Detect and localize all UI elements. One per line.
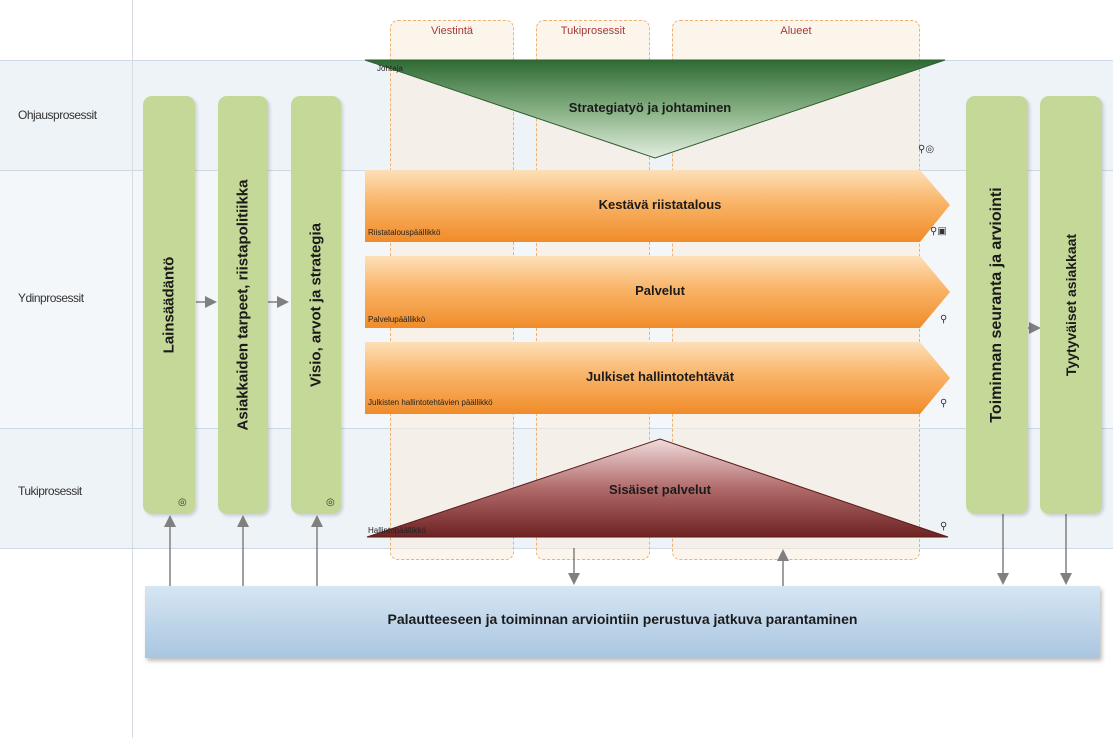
continuous-improvement-bar[interactable]: Palautteeseen ja toiminnan arviointiin p… bbox=[145, 586, 1100, 658]
pillar-label: Visio, arvot ja strategia bbox=[307, 223, 325, 387]
core-title: Kestävä riistatalous bbox=[598, 197, 722, 212]
pillar-label: Asiakkaiden tarpeet, riistapolitiikka bbox=[234, 179, 252, 431]
lane-label-control: Ohjausprosessit bbox=[18, 108, 97, 122]
internal-owner: Hallintopäällikkö bbox=[368, 526, 426, 535]
core-owner: Palvelupäällikkö bbox=[368, 315, 426, 324]
strategy-triangle[interactable] bbox=[364, 59, 946, 159]
pillar-legislation[interactable]: Lainsäädäntö bbox=[143, 96, 195, 514]
core-title: Palvelut bbox=[635, 283, 685, 298]
pillar-label: Lainsäädäntö bbox=[160, 256, 178, 354]
core-arrow-1[interactable] bbox=[365, 170, 950, 242]
lane-label-core: Ydinprosessit bbox=[18, 291, 84, 305]
pillar-label: Tyytyväiset asiakkaat bbox=[1063, 233, 1079, 377]
search-icon[interactable]: ⚲ bbox=[940, 521, 948, 532]
core-arrow-2[interactable] bbox=[365, 256, 950, 328]
info-icon[interactable]: ◎ bbox=[326, 497, 335, 508]
label-column-divider bbox=[132, 0, 133, 738]
info-icon[interactable]: ◎ bbox=[178, 497, 187, 508]
search-icon[interactable]: ⚲ bbox=[940, 398, 948, 409]
continuous-improvement-label: Palautteeseen ja toiminnan arviointiin p… bbox=[387, 611, 858, 627]
internal-title: Sisäiset palvelut bbox=[609, 482, 711, 497]
column-title: Alueet bbox=[780, 25, 812, 37]
search-icon[interactable]: ⚲◎ bbox=[918, 144, 935, 155]
core-owner: Riistatalouspäällikkö bbox=[368, 228, 441, 237]
column-title: Viestintä bbox=[431, 25, 473, 37]
subprocess-icon[interactable]: ⚲▣ bbox=[930, 226, 947, 237]
search-icon[interactable]: ⚲ bbox=[940, 314, 948, 325]
core-arrow-3[interactable] bbox=[365, 342, 950, 414]
pillar-customer-needs[interactable]: Asiakkaiden tarpeet, riistapolitiikka bbox=[218, 96, 268, 514]
pillar-label: Toiminnan seuranta ja arviointi bbox=[988, 187, 1005, 423]
lane-label-support: Tukiprosessit bbox=[18, 484, 82, 498]
pillar-vision[interactable]: Visio, arvot ja strategia bbox=[291, 96, 341, 514]
pillar-satisfied-customers[interactable]: Tyytyväiset asiakkaat bbox=[1040, 96, 1102, 514]
pillar-monitoring[interactable]: Toiminnan seuranta ja arviointi bbox=[966, 96, 1028, 514]
strategy-owner: Johtaja bbox=[377, 64, 403, 73]
strategy-title: Strategiatyö ja johtaminen bbox=[568, 100, 732, 115]
column-title: Tukiprosessit bbox=[560, 25, 626, 37]
core-owner: Julkisten hallintotehtävien päällikkö bbox=[368, 398, 493, 407]
internal-services-triangle[interactable] bbox=[366, 438, 949, 538]
core-title: Julkiset hallintotehtävät bbox=[585, 369, 735, 384]
